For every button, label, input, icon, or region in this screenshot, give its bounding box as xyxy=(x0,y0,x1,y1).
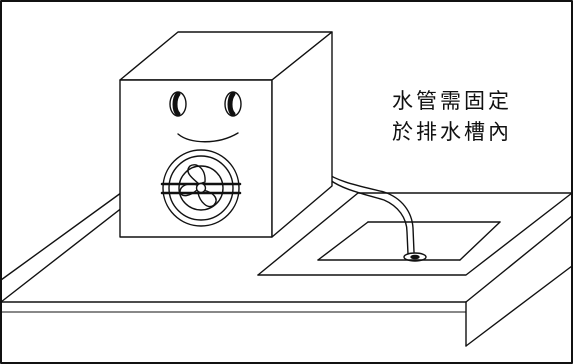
note-line-2: 於排水槽內 xyxy=(392,120,512,144)
counter-top xyxy=(0,189,573,347)
fan-icon xyxy=(160,149,242,227)
appliance-unit xyxy=(119,31,333,238)
smile xyxy=(177,132,239,143)
installation-note: 水管需固定 於排水槽內 xyxy=(392,86,552,148)
water-hose xyxy=(324,171,415,255)
eyes xyxy=(169,91,242,117)
drain-hole xyxy=(403,252,427,262)
note-line-1: 水管需固定 xyxy=(392,89,512,113)
